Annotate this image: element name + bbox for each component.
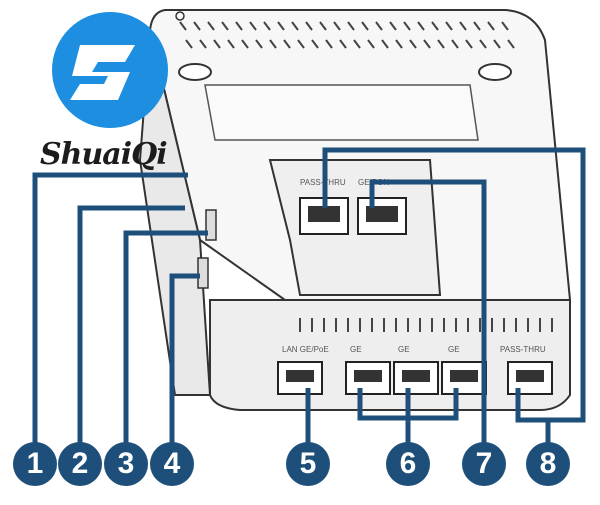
mount-hole (178, 63, 212, 81)
port-label: PASS-THRU (500, 345, 546, 354)
mount-hole (478, 63, 512, 81)
callout-2: 2 (58, 442, 102, 486)
leader-line-7 (369, 179, 487, 448)
port-label: GE (448, 345, 460, 354)
front-ports (277, 361, 553, 395)
callout-6: 6 (386, 442, 430, 486)
callout-3: 3 (104, 442, 148, 486)
callout-1: 1 (13, 442, 57, 486)
top-vents (179, 21, 515, 49)
callout-5: 5 (286, 442, 330, 486)
callout-4: 4 (150, 442, 194, 486)
left-side (138, 29, 212, 396)
callout-8: 8 (526, 442, 570, 486)
port-label: GE (350, 345, 362, 354)
rj45-port (277, 361, 323, 395)
front-vents (299, 318, 553, 332)
leader-lines (32, 147, 586, 448)
leader-line-3 (123, 230, 208, 448)
rear-port-block (268, 159, 442, 296)
leader-line-6 (357, 388, 459, 448)
rj45-port (393, 361, 439, 395)
port-label: GE (398, 345, 410, 354)
brand-wordmark: ShuaiQi (40, 137, 168, 172)
leader-line-4 (169, 273, 200, 448)
leader-line-2 (77, 205, 185, 448)
brand-logo (52, 12, 168, 128)
rj45-port (507, 361, 553, 395)
top-recess (204, 84, 479, 141)
callout-7: 7 (462, 442, 506, 486)
leader-line-1 (32, 172, 188, 448)
port-label: LAN GE/PoE (282, 345, 329, 354)
